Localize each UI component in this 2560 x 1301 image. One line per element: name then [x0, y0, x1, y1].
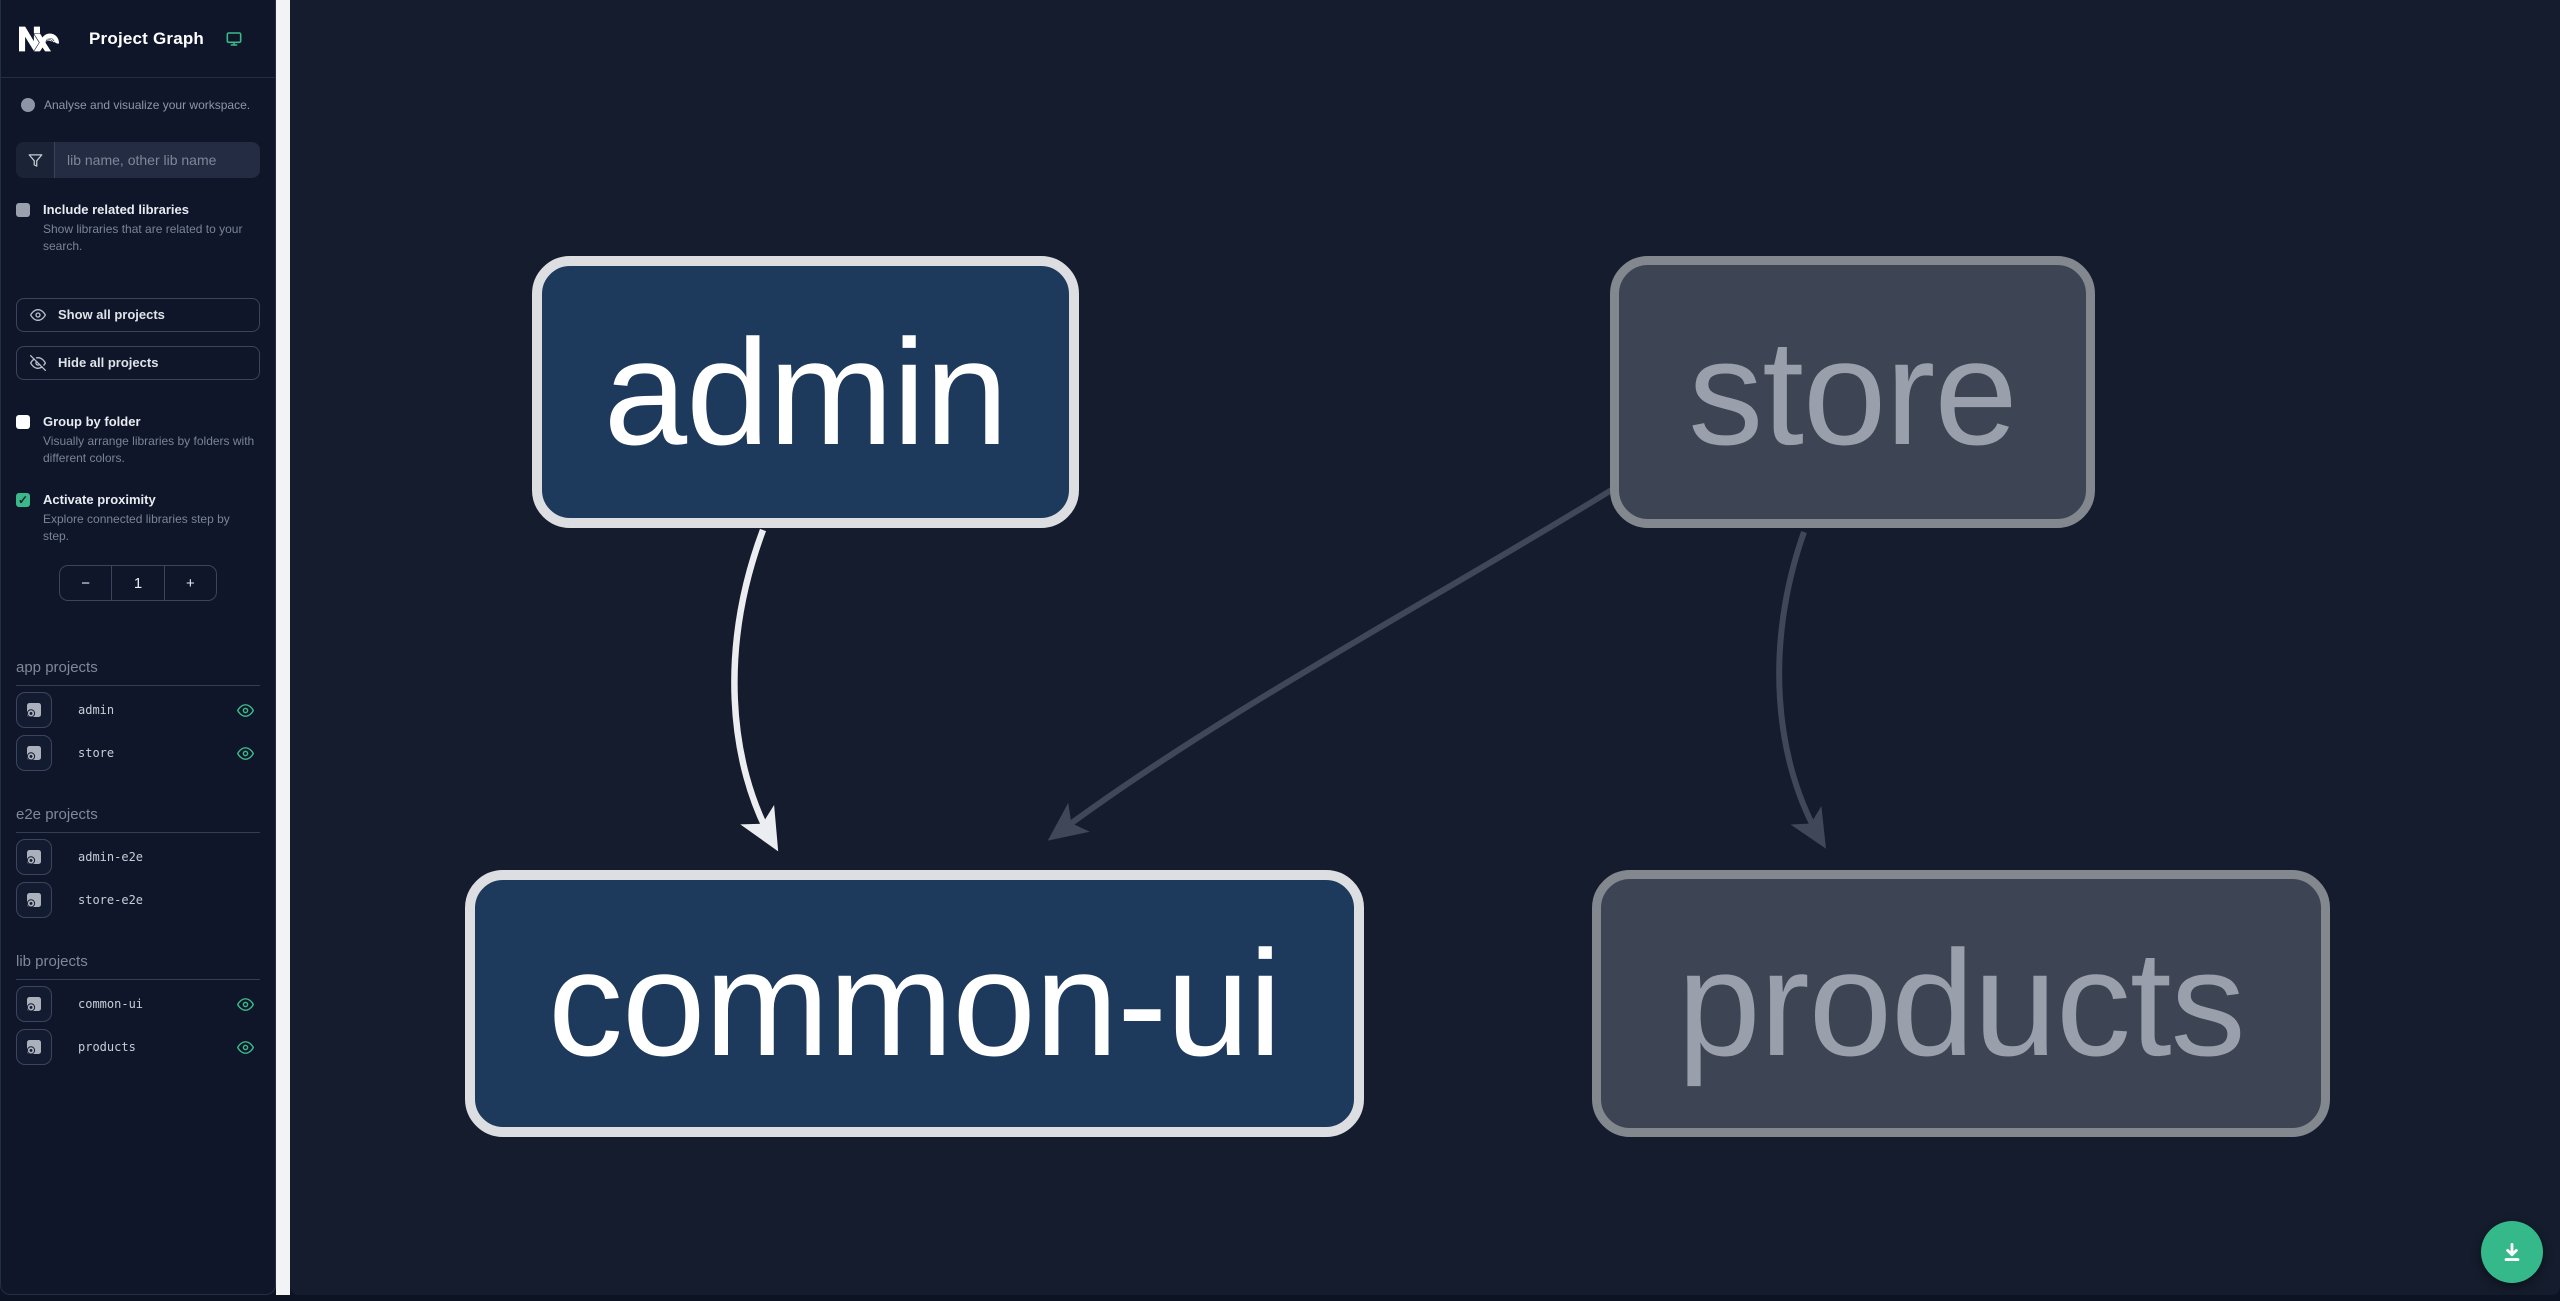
edge-admin-to-common-ui — [731, 528, 779, 852]
dependency-edges — [731, 483, 1827, 852]
node-label: store — [1688, 307, 2017, 476]
visibility-eye-icon[interactable] — [237, 745, 254, 762]
eye-icon — [30, 308, 46, 321]
graph-canvas[interactable]: admin store common-ui products — [290, 0, 2560, 1295]
list-item: admin — [16, 691, 260, 729]
monitor-icon[interactable] — [226, 31, 242, 47]
download-icon — [2504, 1243, 2520, 1261]
sidebar-header: Project Graph — [1, 0, 275, 78]
group-by-folder-description: Visually arrange libraries by folders wi… — [43, 433, 255, 466]
section-app-projects: app projects admin — [1, 659, 275, 772]
node-label: common-ui — [548, 919, 1282, 1087]
graph-node-common-ui[interactable]: common-ui — [465, 870, 1364, 1137]
project-icon — [26, 703, 41, 718]
visibility-eye-icon[interactable] — [237, 996, 254, 1013]
visibility-eye-icon[interactable] — [237, 1039, 254, 1056]
group-by-folder-checkbox[interactable] — [16, 414, 30, 429]
project-icon — [26, 997, 41, 1012]
download-graph-button[interactable] — [2481, 1221, 2543, 1283]
focus-project-button[interactable] — [16, 986, 52, 1023]
proximity-value[interactable]: 1 — [111, 566, 165, 601]
list-item: store — [16, 734, 260, 772]
page-title: Project Graph — [89, 28, 205, 48]
nx-logo-icon — [19, 26, 59, 51]
info-icon: i — [21, 98, 35, 112]
show-all-projects-button[interactable]: Show all projects — [16, 297, 260, 332]
activate-proximity-label: Activate proximity — [43, 491, 156, 507]
include-related-checkbox[interactable] — [16, 203, 30, 217]
project-name: store — [78, 746, 115, 761]
include-related-row: Include related libraries Show libraries… — [1, 202, 275, 256]
include-related-label: Include related libraries — [43, 202, 189, 217]
node-label: products — [1677, 919, 2245, 1087]
project-icon — [26, 1040, 41, 1055]
section-title: app projects — [16, 659, 260, 687]
edge-store-to-common-ui — [1047, 483, 1620, 841]
group-by-folder-row: Group by folder Visually arrange librari… — [1, 414, 275, 468]
project-name: common-ui — [78, 997, 144, 1012]
project-icon — [26, 850, 41, 865]
search-box — [16, 142, 260, 178]
list-item: store-e2e — [16, 881, 260, 919]
search-input[interactable] — [55, 142, 260, 178]
project-name: admin-e2e — [78, 850, 144, 865]
show-all-projects-label: Show all projects — [58, 307, 165, 323]
project-icon — [26, 893, 41, 908]
node-label: admin — [603, 307, 1009, 476]
graph-node-admin[interactable]: admin — [532, 256, 1079, 528]
project-icon — [26, 746, 41, 761]
list-item: admin-e2e — [16, 838, 260, 876]
proximity-increment-button[interactable]: + — [165, 566, 216, 600]
tagline-text: Analyse and visualize your workspace. — [44, 98, 251, 112]
focus-project-button[interactable] — [16, 882, 52, 919]
project-name: admin — [78, 703, 115, 718]
activate-proximity-description: Explore connected libraries step by step… — [43, 511, 230, 543]
section-title: lib projects — [16, 953, 260, 981]
group-by-folder-label: Group by folder — [43, 413, 141, 429]
hide-all-projects-button[interactable]: Hide all projects — [16, 345, 260, 380]
project-name: store-e2e — [78, 893, 144, 908]
section-lib-projects: lib projects common-ui — [1, 953, 275, 1066]
list-item: products — [16, 1028, 260, 1066]
section-e2e-projects: e2e projects admin-e2e — [1, 806, 275, 919]
focus-project-button[interactable] — [16, 1029, 52, 1066]
activate-proximity-row: ✓ Activate proximity Explore connected l… — [1, 492, 275, 546]
proximity-decrement-button[interactable]: − — [60, 566, 111, 600]
sidebar: Project Graph i Analyse and visualize yo… — [0, 0, 276, 1295]
section-title: e2e projects — [16, 806, 260, 834]
focus-project-button[interactable] — [16, 839, 52, 876]
list-item: common-ui — [16, 985, 260, 1023]
graph-node-store[interactable]: store — [1610, 256, 2095, 528]
tagline: i Analyse and visualize your workspace. — [1, 98, 275, 112]
project-name: products — [78, 1040, 136, 1055]
filter-funnel-icon — [16, 142, 55, 178]
eye-off-icon — [30, 354, 46, 371]
focus-project-button[interactable] — [16, 692, 52, 729]
activate-proximity-checkbox[interactable]: ✓ — [16, 492, 30, 507]
focus-project-button[interactable] — [16, 735, 52, 772]
graph-node-products[interactable]: products — [1592, 870, 2330, 1137]
panel-divider — [276, 0, 290, 1295]
edge-store-to-products — [1776, 531, 1827, 849]
proximity-stepper: − 1 + — [59, 565, 217, 602]
hide-all-projects-label: Hide all projects — [58, 355, 159, 371]
visibility-eye-icon[interactable] — [237, 702, 254, 719]
include-related-description: Show libraries that are related to your … — [43, 222, 243, 254]
